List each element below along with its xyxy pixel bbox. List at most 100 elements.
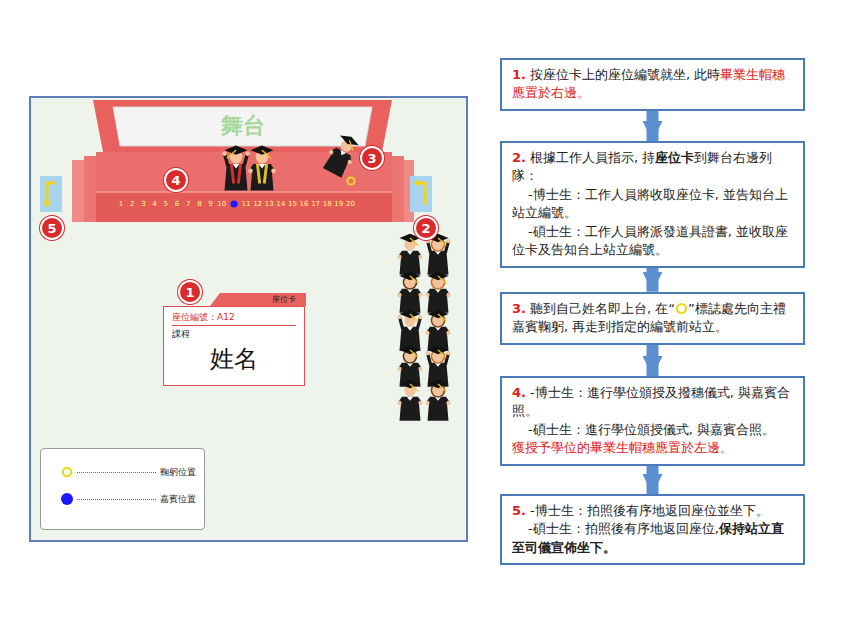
- flow-arrow: [647, 345, 659, 376]
- box-text: 3.: [512, 301, 526, 316]
- box-text: 座位編號：A12: [172, 311, 296, 326]
- box-text: -博士生：拍照後有序地返回座位並坐下。: [530, 503, 769, 518]
- gown: [400, 289, 421, 313]
- collar: [407, 397, 413, 401]
- mortarboard: [400, 380, 421, 388]
- collar: [407, 251, 413, 255]
- gown: [428, 397, 449, 421]
- callout-number: 3: [360, 146, 384, 170]
- callout-number: 5: [40, 216, 64, 240]
- seat-number: 16: [300, 200, 309, 208]
- stole: [257, 164, 266, 184]
- box-text: 1.: [512, 67, 526, 82]
- process-box: 3.聽到自己姓名即上台, 在“”標誌處先向主禮嘉賓鞠躬, 再走到指定的編號前站立…: [500, 292, 805, 345]
- process-box: 5.-博士生：拍照後有序地返回座位並坐下。-碩士生：拍照後有序地返回座位,保持站…: [500, 494, 805, 565]
- gown: [400, 251, 421, 275]
- entry-marker: [410, 176, 432, 212]
- callout-number: 4: [164, 168, 188, 192]
- tassel: [262, 150, 271, 158]
- seat-card: 座位卡座位編號：A12課程姓名: [163, 306, 305, 386]
- seat-number: 3: [141, 200, 145, 208]
- mortarboard: [251, 146, 274, 155]
- collar: [259, 164, 266, 169]
- callout-number: 4: [171, 173, 180, 188]
- process-box: 4.-博士生：進行學位頒授及撥穗儀式, 與嘉賓合照。-碩士生：進行學位頒授儀式,…: [500, 376, 805, 466]
- box-text: 2.: [512, 150, 526, 165]
- tassel: [410, 350, 418, 357]
- seat-number: 11: [242, 200, 251, 208]
- legend-leader: [77, 472, 156, 473]
- hand: [222, 151, 227, 156]
- seat-number: 18: [323, 200, 332, 208]
- tassel: [410, 276, 418, 283]
- mortarboard: [428, 380, 449, 388]
- tassel: [410, 314, 418, 321]
- graduate-figure: [321, 131, 362, 179]
- graduate-figure: [425, 234, 450, 275]
- box-text: 4.: [512, 385, 526, 400]
- hand: [245, 151, 250, 156]
- tassel: [410, 238, 418, 245]
- mortarboard: [428, 310, 449, 318]
- stole: [231, 164, 240, 184]
- graduate-figure: [222, 146, 250, 191]
- seat-number: 9: [208, 200, 212, 208]
- box-text: 課程: [172, 328, 296, 341]
- bow-position-ring: [347, 177, 354, 184]
- flow-arrow: [647, 268, 659, 292]
- graduate-figure: [397, 310, 422, 351]
- process-box: 1.按座位卡上的座位編號就坐, 此時畢業生帽穗應置於右邊。: [500, 58, 805, 111]
- stage-screen: [113, 107, 372, 146]
- seat-number: 4: [152, 200, 156, 208]
- callout-number: 2: [414, 216, 438, 240]
- hand: [397, 293, 401, 297]
- seat-number: 19: [334, 200, 343, 208]
- tassel: [438, 276, 446, 283]
- hand: [418, 367, 422, 371]
- box-text: -博士生：進行學位頒授及撥穗儀式, 與嘉賓合照。: [512, 385, 790, 418]
- hand: [446, 351, 450, 355]
- mortarboard: [400, 346, 421, 354]
- callout-number: 1: [178, 280, 202, 304]
- tassel: [438, 350, 446, 357]
- legend-row: 鞠躬位置: [61, 464, 196, 480]
- stage-edge-line: [96, 191, 392, 193]
- tassel: [346, 140, 357, 150]
- mortarboard: [400, 272, 421, 280]
- bow-ring: [63, 468, 71, 476]
- venue-panel: [30, 97, 467, 541]
- gown: [428, 251, 449, 275]
- hand: [446, 331, 450, 335]
- hand: [271, 169, 276, 174]
- graduate-figure: [425, 310, 450, 351]
- stage-title: 舞台: [221, 111, 265, 141]
- mortarboard: [400, 310, 421, 318]
- mortarboard: [225, 146, 248, 155]
- graduate-figure: [397, 234, 422, 275]
- hand: [397, 401, 401, 405]
- exit-arrow-head: [43, 201, 51, 208]
- hand: [418, 401, 422, 405]
- box-text: 座位卡: [210, 293, 306, 306]
- box-text: 姓名: [172, 343, 296, 375]
- exit-arrow: [47, 183, 56, 204]
- hand: [347, 159, 353, 165]
- seat-number: 17: [311, 200, 320, 208]
- stage-step: [72, 160, 84, 222]
- seat-number: 20: [346, 200, 355, 208]
- seat-number: 8: [197, 200, 201, 208]
- entry-marker: [40, 176, 62, 212]
- gown: [225, 164, 248, 190]
- callout-number: 1: [185, 285, 194, 300]
- collar: [233, 164, 240, 169]
- seat-number: 13: [265, 200, 274, 208]
- hand: [397, 315, 401, 319]
- gown: [400, 397, 421, 421]
- seat-number: 10: [217, 200, 226, 208]
- box-text: 座位卡: [655, 150, 694, 165]
- gown: [251, 164, 274, 190]
- entry-arrow-head: [413, 179, 420, 187]
- seat-number: 6: [175, 200, 179, 208]
- bow-ring-icon: [675, 302, 688, 315]
- mortarboard: [338, 132, 360, 149]
